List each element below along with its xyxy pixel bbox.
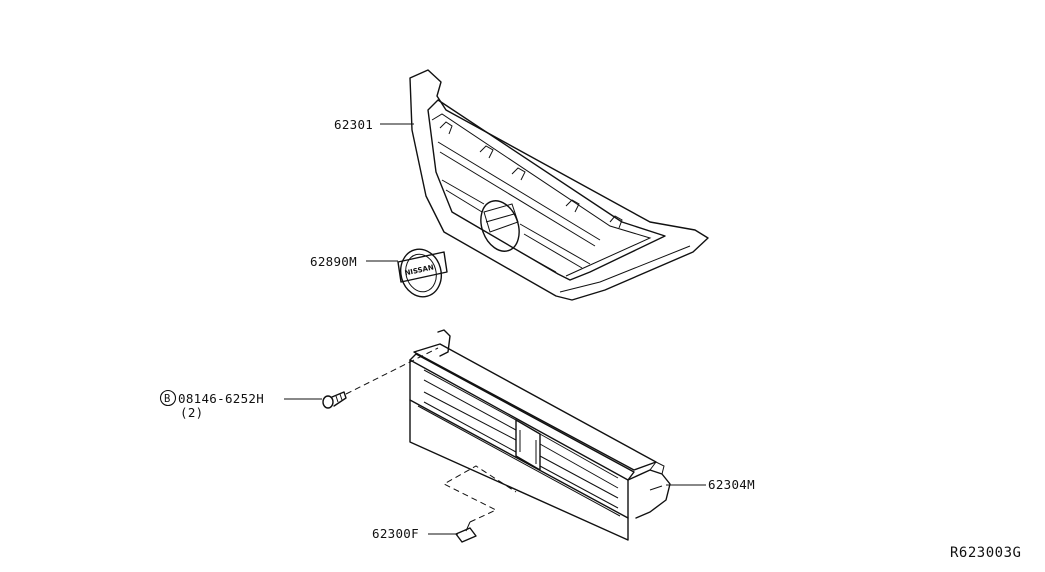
emblem[interactable]: NISSAN <box>395 245 448 302</box>
radiator-grille-support[interactable] <box>409 329 671 541</box>
front-grille[interactable] <box>409 69 709 301</box>
bolt-circle-marker <box>159 389 177 407</box>
clip-part-number[interactable]: 62300F <box>372 526 419 541</box>
bolt-circle-letter: B <box>164 393 171 405</box>
grille-part-number[interactable]: 62301 <box>334 117 373 132</box>
diagram-reference-code: R623003G <box>950 545 1021 561</box>
bolt[interactable] <box>322 391 347 409</box>
support-part-number[interactable]: 62304M <box>708 477 755 492</box>
bolt-part-number[interactable]: 08146-6252H <box>178 391 264 406</box>
emblem-part-number[interactable]: 62890M <box>310 254 357 269</box>
bolt-quantity: (2) <box>180 405 203 420</box>
clip-dashed-guide <box>442 465 517 523</box>
clip[interactable] <box>455 521 477 543</box>
bolt-dashed-guide <box>345 347 439 395</box>
